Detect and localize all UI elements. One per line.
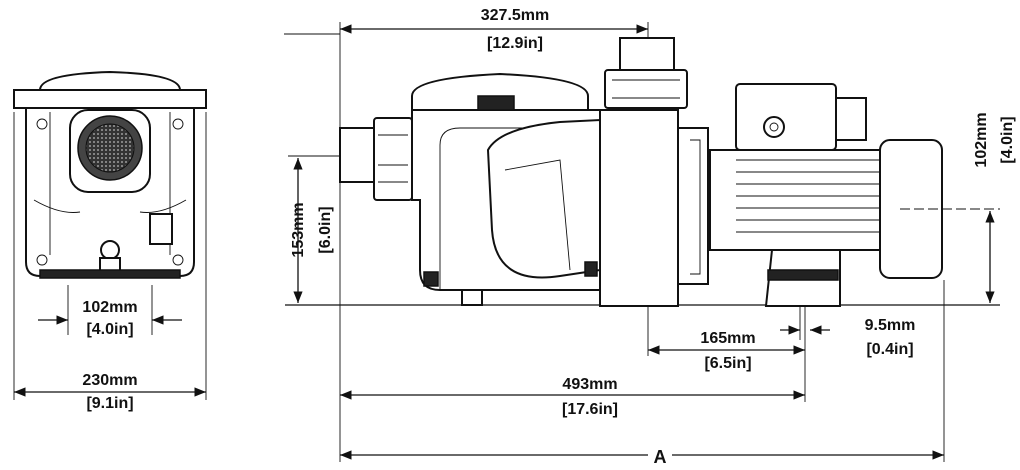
dim-493-in: [17.6in] [562, 401, 618, 418]
outlet-pipe [619, 37, 675, 71]
front-lid-flange [13, 89, 207, 109]
drain-plug-icon [423, 271, 439, 287]
dim-165-mm: 165mm [700, 330, 755, 347]
dim-153-in: [6.0in] [317, 206, 334, 253]
terminal-box [735, 83, 837, 151]
motor-body [709, 149, 891, 251]
side-dimensions: 327.5mm [12.9in] 153mm [6.0in] 102mm [4.… [284, 7, 1016, 467]
lid-knob [477, 95, 515, 111]
dim-230-in: [9.1in] [86, 395, 133, 412]
dim-9-5-mm: 9.5mm [865, 317, 916, 334]
dim-9-5-in: [0.4in] [866, 341, 913, 358]
volute [486, 118, 601, 279]
dim-102-right-in: [4.0in] [999, 116, 1016, 163]
side-view [339, 37, 943, 307]
dim-327-mm: 327.5mm [481, 7, 550, 24]
dim-327-in: [12.9in] [487, 35, 543, 52]
dim-102-right-mm: 102mm [973, 112, 990, 167]
terminal-screw-icon [763, 116, 785, 138]
dim-102-front-in: [4.0in] [86, 321, 133, 338]
screw-icon [172, 254, 184, 266]
front-label-plate [149, 213, 173, 245]
inlet-union [373, 117, 413, 201]
front-lid [38, 70, 182, 91]
cable-gland [835, 97, 867, 141]
motor-flange [677, 127, 709, 285]
front-view [13, 70, 207, 279]
inlet-pipe [339, 127, 375, 183]
seal-plate [599, 109, 679, 307]
screw-icon [36, 118, 48, 130]
screw-icon [172, 118, 184, 130]
outlet-grille-icon [85, 123, 135, 173]
dim-230-mm: 230mm [82, 372, 137, 389]
dim-153-mm: 153mm [290, 202, 307, 257]
screw-icon [36, 254, 48, 266]
dim-165-in: [6.5in] [704, 355, 751, 372]
strainer-foot [461, 289, 483, 306]
outlet-union [604, 69, 688, 109]
dim-493-mm: 493mm [562, 376, 617, 393]
dim-102-front-mm: 102mm [82, 299, 137, 316]
front-dimensions: 102mm [4.0in] 230mm [9.1in] [13, 112, 207, 412]
dim-A-label: A [654, 447, 667, 467]
strainer-lid [411, 72, 589, 111]
drain-plug-icon [100, 240, 120, 260]
